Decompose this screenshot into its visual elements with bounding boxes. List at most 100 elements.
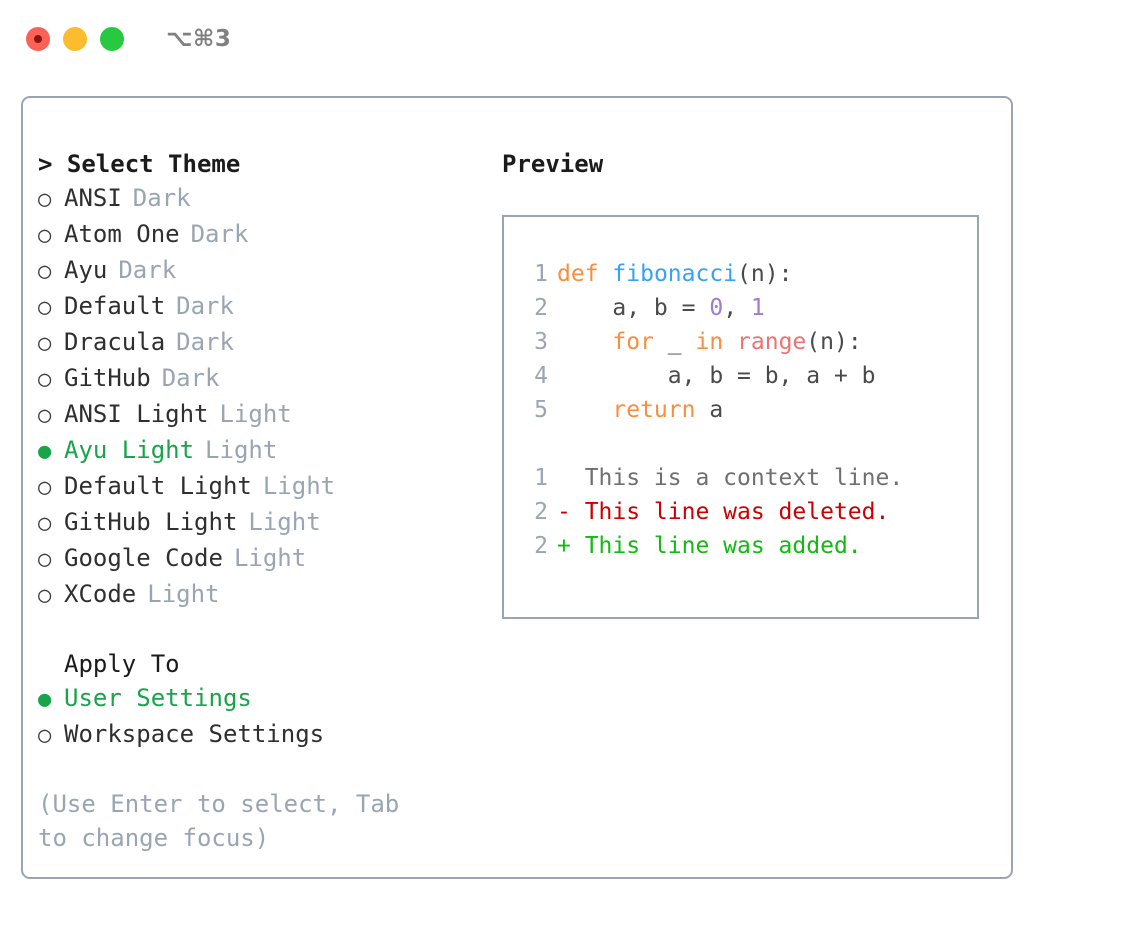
theme-option-label: GitHub (64, 364, 151, 392)
code-line: 5 return a (518, 393, 977, 427)
radio-unselected-icon: ○ (38, 547, 52, 572)
radio-unselected-icon: ○ (38, 331, 52, 356)
maximize-window-button[interactable] (100, 27, 124, 51)
theme-option-tag: Dark (161, 364, 220, 392)
code-token-kw: def (557, 261, 599, 287)
traffic-lights (26, 27, 124, 51)
code-token-pl: _ (653, 329, 696, 355)
close-window-button[interactable] (26, 27, 50, 51)
code-token-bi: range (737, 329, 807, 355)
code-line: 3 for _ in range(n): (518, 325, 977, 359)
theme-option-ayu[interactable]: ○ Ayu Dark (38, 253, 508, 289)
theme-option-tag: Light (219, 400, 292, 428)
code-token-kw: return (612, 397, 696, 423)
theme-option-ansi-light[interactable]: ○ ANSI Light Light (38, 397, 508, 433)
theme-option-dracula[interactable]: ○ Dracula Dark (38, 325, 508, 361)
code-token-pl (723, 329, 737, 355)
apply-to-option-workspace-settings[interactable]: ○ Workspace Settings (38, 717, 508, 753)
code-line-text: a, b = b, a + b (557, 359, 876, 393)
radio-unselected-icon: ○ (38, 223, 52, 248)
theme-option-label: Dracula (64, 328, 166, 356)
theme-option-label: Default (64, 292, 166, 320)
theme-option-tag: Light (147, 580, 220, 608)
radio-unselected-icon: ○ (38, 723, 52, 748)
diff-line-add: 2+ This line was added. (518, 529, 977, 563)
radio-unselected-icon: ○ (38, 187, 52, 212)
radio-unselected-icon: ○ (38, 511, 52, 536)
code-line-number: 3 (534, 329, 548, 355)
theme-option-tag: Dark (118, 256, 177, 284)
theme-option-ansi[interactable]: ○ ANSI Dark (38, 181, 508, 217)
theme-option-tag: Dark (190, 220, 249, 248)
diff-line-text: - This line was deleted. (557, 499, 890, 525)
keyboard-shortcut-label: ⌥⌘3 (166, 26, 232, 52)
diff-line-text: This is a context line. (557, 465, 904, 491)
radio-selected-icon: ● (38, 439, 52, 464)
code-token-num: 0 (709, 295, 724, 321)
theme-option-tag: Light (233, 544, 307, 572)
help-hint-text: (Use Enter to select, Tab to change focu… (38, 790, 400, 852)
theme-option-default[interactable]: ○ Default Dark (38, 289, 508, 325)
theme-option-label: Default Light (64, 472, 252, 500)
theme-option-tag: Light (205, 436, 278, 464)
code-token-kw: in (695, 329, 724, 355)
radio-selected-icon: ● (38, 687, 52, 712)
theme-option-tag: Dark (176, 292, 234, 320)
apply-to-option-user-settings[interactable]: ●User Settings (38, 681, 508, 717)
theme-option-label: GitHub Light (64, 508, 238, 536)
diff-line-del: 2 - This line was deleted. (518, 495, 977, 529)
radio-unselected-icon: ○ (38, 259, 52, 284)
code-line-text: return a (557, 393, 723, 427)
minimize-window-button[interactable] (63, 27, 87, 51)
code-token-pl (557, 397, 612, 423)
theme-option-label: Ayu (64, 256, 108, 284)
theme-option-label: ANSI Light (64, 400, 209, 428)
theme-option-ayu-light[interactable]: ● Ayu Light Light (38, 433, 508, 469)
code-token-num: 1 (750, 295, 765, 321)
theme-option-tag: Dark (132, 184, 191, 212)
theme-option-xcode[interactable]: ○ XCode Light (38, 577, 508, 613)
code-token-pl (557, 329, 612, 355)
code-line-text: def fibonacci(n): (557, 257, 792, 291)
title-bar: ⌥⌘3 (0, 0, 1140, 78)
theme-option-label: XCode (64, 580, 137, 608)
radio-unselected-icon: ○ (38, 583, 52, 608)
apply-to-list[interactable]: ●User Settings ○ Workspace Settings (38, 681, 508, 753)
theme-option-label: Ayu Light (64, 436, 195, 464)
diff-line-number: 2 (534, 499, 548, 525)
diff-line-number: 2 (534, 533, 548, 559)
code-token-pl (599, 261, 613, 287)
theme-option-tag: Light (248, 508, 321, 536)
code-token-fn: fibonacci (612, 261, 738, 287)
theme-option-tag: Dark (176, 328, 234, 356)
radio-unselected-icon: ○ (38, 475, 52, 500)
radio-unselected-icon: ○ (38, 367, 52, 392)
diff-preview: 1 This is a context line.2- This line wa… (518, 461, 977, 563)
code-token-pl: a (695, 397, 724, 423)
theme-option-label: ANSI (64, 184, 122, 212)
code-line-number: 5 (534, 397, 548, 423)
code-token-kw: for (612, 329, 654, 355)
code-line-number: 2 (534, 295, 548, 321)
theme-option-atom-one[interactable]: ○ Atom One Dark (38, 217, 508, 253)
radio-unselected-icon: ○ (38, 295, 52, 320)
radio-unselected-icon: ○ (38, 403, 52, 428)
apply-to-option-label: Workspace Settings (64, 720, 325, 748)
theme-option-label: Atom One (64, 220, 180, 248)
theme-option-github-light[interactable]: ○ GitHub Light Light (38, 505, 508, 541)
code-token-pl: , (723, 295, 751, 321)
code-line: 4 a, b = b, a + b (518, 359, 977, 393)
code-token-pl: (n): (737, 261, 793, 287)
theme-option-tag: Light (262, 472, 336, 500)
theme-option-github[interactable]: ○ GitHub Dark (38, 361, 508, 397)
theme-option-label: Google Code (64, 544, 223, 572)
theme-option-default-light[interactable]: ○ Default Light Light (38, 469, 508, 505)
theme-option-google-code[interactable]: ○ Google Code Light (38, 541, 508, 577)
